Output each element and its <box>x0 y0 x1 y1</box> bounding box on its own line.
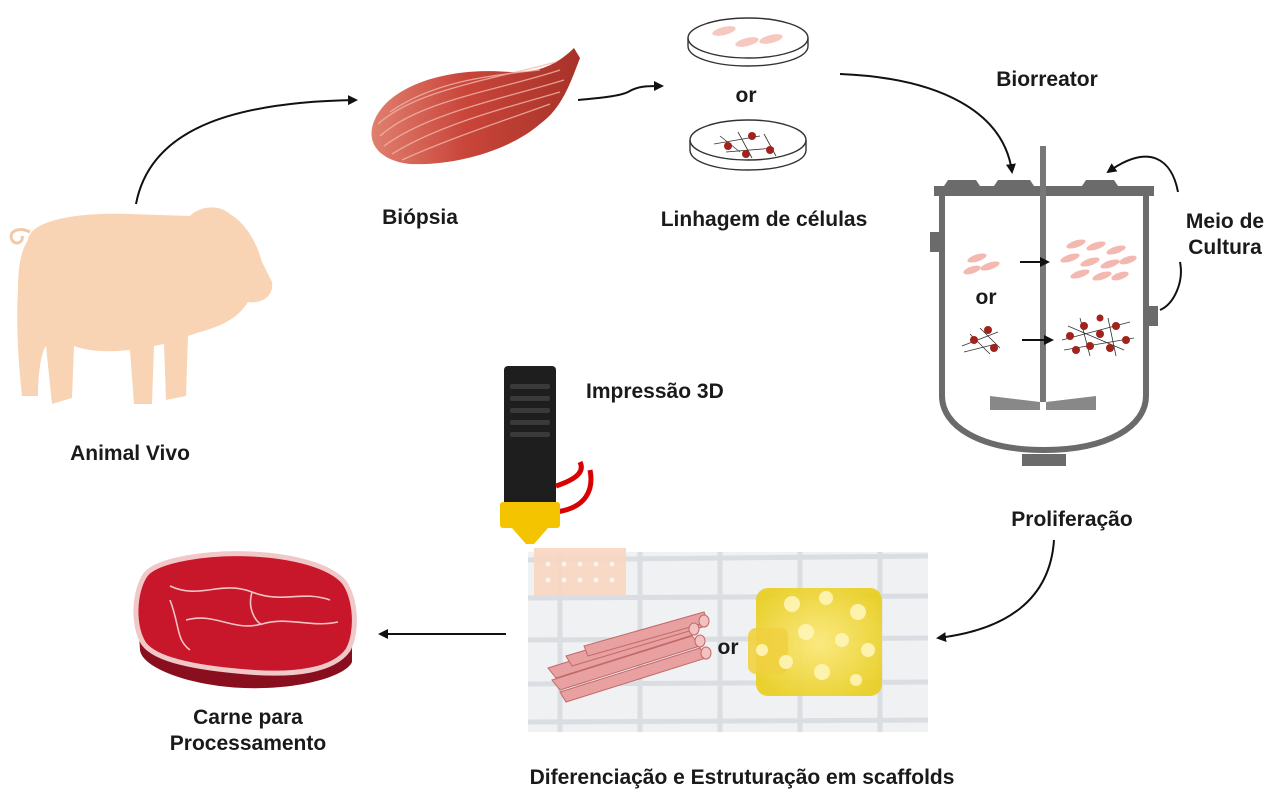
medium-label-line2: Cultura <box>1188 236 1262 259</box>
arrow-animal-to-biopsy <box>135 95 358 205</box>
petri-dish-top-icon <box>687 17 809 67</box>
animal-label: Animal Vivo <box>70 442 190 465</box>
arrow-medium-to-reactor <box>1106 155 1179 193</box>
muscle-fibers-icon <box>547 611 712 703</box>
or-dishes-label: or <box>735 84 757 107</box>
meat-label-line2: Processamento <box>169 732 327 755</box>
flow-arrows <box>135 73 1182 643</box>
line-medium-to-port <box>1159 261 1182 311</box>
scaffold-icon <box>527 548 929 732</box>
bioreactor-label: Biorreator <box>996 68 1098 91</box>
proliferation-label: Proliferação <box>1011 508 1133 531</box>
or-scaffold-label: or <box>717 636 739 659</box>
printer-head-icon <box>500 366 594 544</box>
muscle-icon <box>371 48 580 165</box>
adipocytes-icon <box>748 588 882 696</box>
arrow-biopsy-to-cells <box>577 81 664 101</box>
meat-label-line1: Carne para <box>193 706 303 729</box>
pig-icon <box>9 207 273 404</box>
arrow-cells-to-reactor <box>839 73 1016 174</box>
printing-label: Impressão 3D <box>586 380 724 403</box>
reactor-cells-flat <box>963 239 1137 281</box>
arrow-proliferation-to-scaffold <box>936 539 1055 643</box>
medium-label-line1: Meio de <box>1185 210 1265 233</box>
cell-lines-label: Linhagem de células <box>660 208 868 231</box>
petri-dish-bottom-icon <box>689 119 807 171</box>
or-reactor-label: or <box>975 286 997 309</box>
biopsy-label: Biópsia <box>382 206 458 229</box>
meat-icon <box>133 551 357 689</box>
differentiation-label: Diferenciação e Estruturação em scaffold… <box>529 766 955 789</box>
reactor-cells-clustered <box>961 314 1135 357</box>
bioreactor-icon <box>930 146 1158 466</box>
